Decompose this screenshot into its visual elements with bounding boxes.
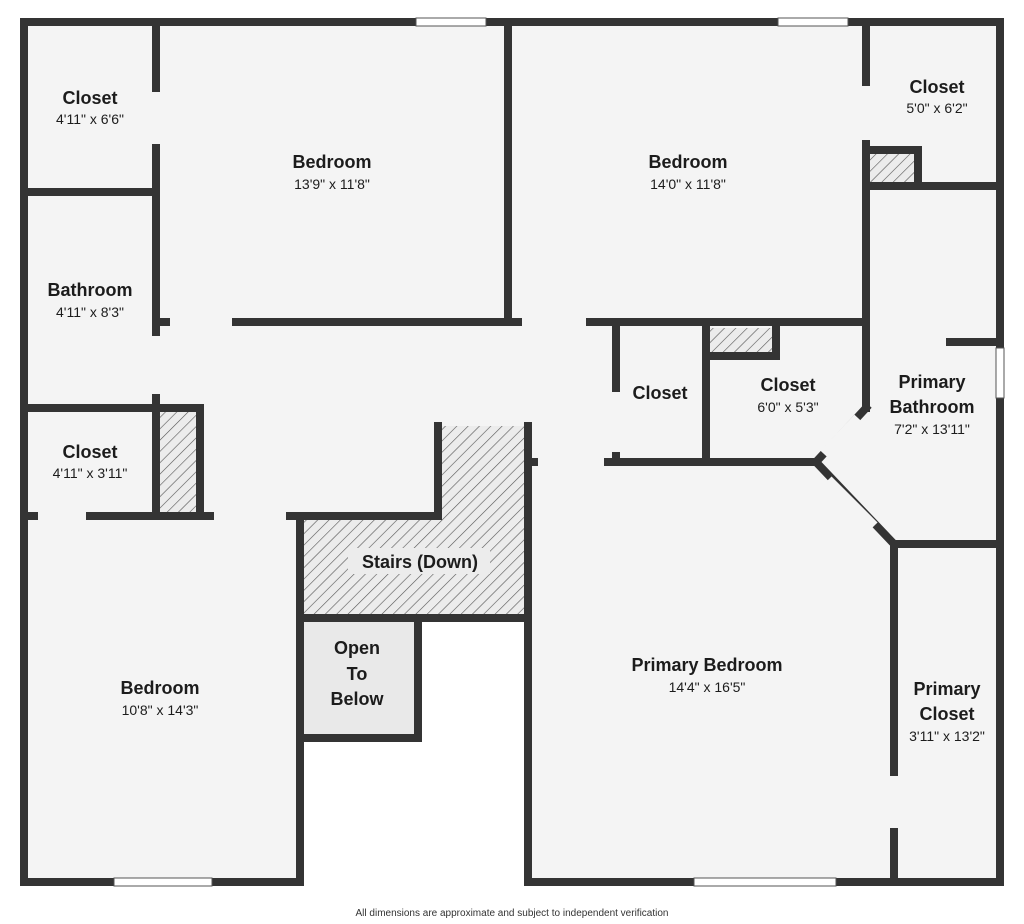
room-name-primary-bathroom: Primary — [898, 372, 965, 392]
room-name-stairs: Stairs (Down) — [362, 552, 478, 572]
room-dimensions: 10'8" x 14'3" — [122, 702, 199, 718]
room-name-primary-closet: Primary — [913, 679, 980, 699]
room-name-primary-closet: Closet — [919, 704, 974, 724]
room-dimensions: 3'11" x 13'2" — [909, 728, 985, 744]
room-labels: Closet 4'11" x 6'6" Bedroom 13'9" x 11'8… — [48, 77, 985, 744]
openings — [38, 86, 899, 828]
room-name-primary-bathroom: Bathroom — [890, 397, 975, 417]
room-dimensions: 6'0" x 5'3" — [757, 399, 818, 415]
chase-hatch-mid — [710, 328, 774, 354]
room-name-closet: Closet — [760, 375, 815, 395]
room-name-bedroom: Bedroom — [648, 152, 727, 172]
room-name-bedroom: Bedroom — [292, 152, 371, 172]
room-name-open-to-below: Open — [334, 638, 380, 658]
room-name-closet: Closet — [62, 442, 117, 462]
room-dimensions: 4'11" x 6'6" — [56, 111, 124, 127]
room-dimensions: 14'0" x 11'8" — [650, 176, 726, 192]
window — [995, 347, 1005, 399]
window — [693, 877, 837, 887]
room-dimensions: 7'2" x 13'11" — [894, 421, 970, 437]
disclaimer-footer: All dimensions are approximate and subje… — [355, 908, 669, 919]
chase-hatch-left — [158, 410, 198, 516]
room-name-closet: Closet — [909, 77, 964, 97]
room-dimensions: 13'9" x 11'8" — [294, 176, 370, 192]
room-name-closet: Closet — [62, 88, 117, 108]
room-dimensions: 14'4" x 16'5" — [669, 679, 746, 695]
room-name-bathroom: Bathroom — [48, 280, 133, 300]
room-dimensions: 4'11" x 3'11" — [53, 465, 128, 481]
room-dimensions: 4'11" x 8'3" — [56, 304, 124, 320]
window — [415, 17, 487, 27]
chase-hatch-right — [870, 150, 918, 182]
open-to-below-area — [302, 620, 416, 738]
windows — [113, 17, 1005, 887]
stairs-label-bg — [348, 548, 490, 574]
room-name-bedroom: Bedroom — [120, 678, 199, 698]
room-name-open-to-below: Below — [330, 689, 384, 709]
room-name-primary-bedroom: Primary Bedroom — [631, 655, 782, 675]
window — [113, 877, 213, 887]
room-name-open-to-below: To — [347, 664, 368, 684]
room-dimensions: 5'0" x 6'2" — [906, 100, 967, 116]
window — [777, 17, 849, 27]
room-name-closet: Closet — [632, 383, 687, 403]
